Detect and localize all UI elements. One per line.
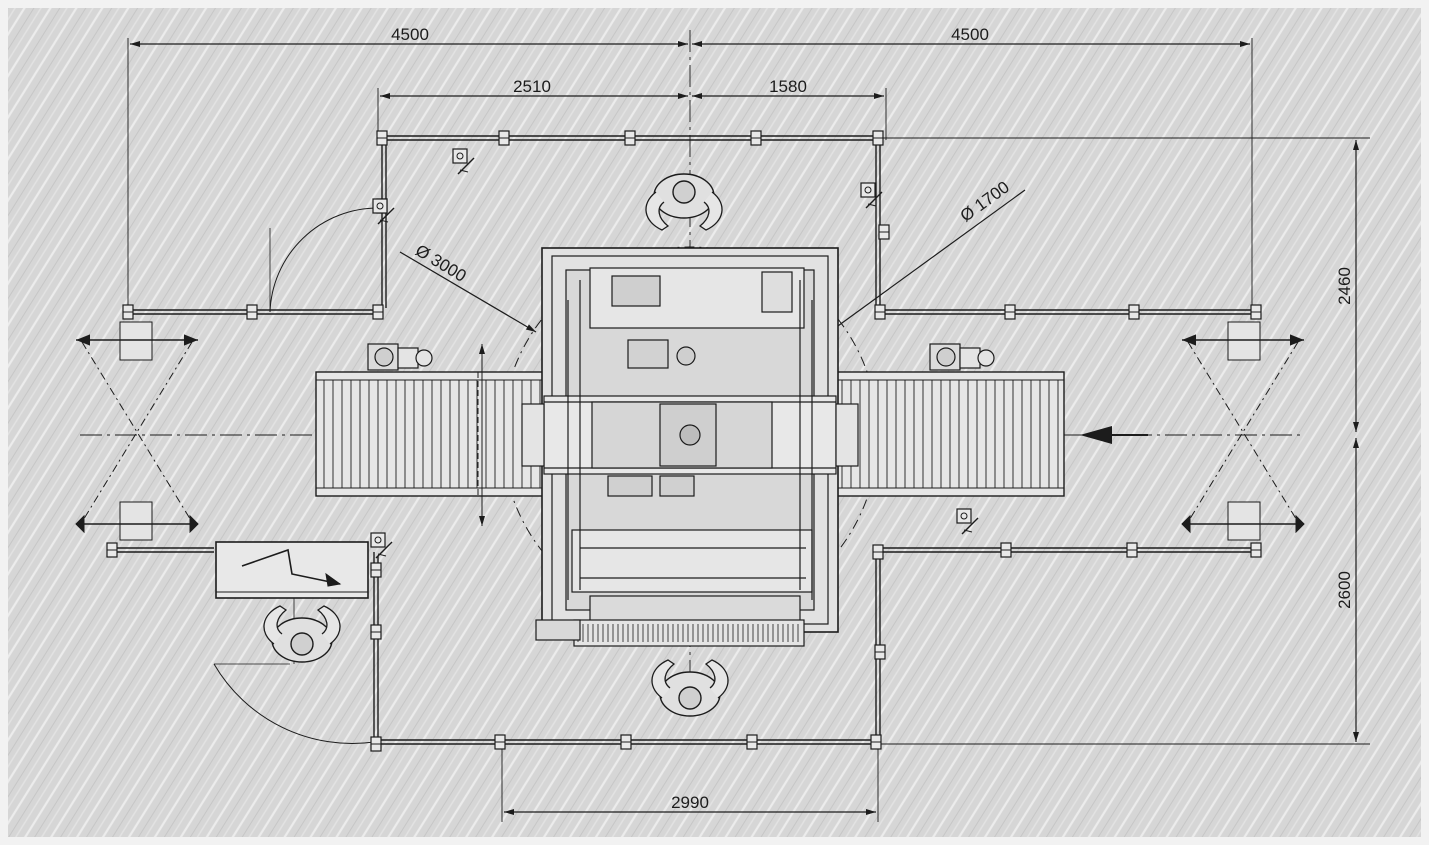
infeed-conveyor-right <box>835 371 1065 497</box>
dimension-top-right: 4500 <box>951 25 989 44</box>
wrapping-machine <box>521 247 859 647</box>
dimension-right-lines <box>880 137 1370 745</box>
electrical-cabinet <box>215 541 369 599</box>
dimension-right-lower: 2600 <box>1335 571 1354 609</box>
dimension-inner-left: 2510 <box>513 77 551 96</box>
outer-diameter-leader <box>399 251 537 333</box>
dimension-bottom-lines <box>501 745 879 822</box>
light-barrier-right <box>1181 321 1305 541</box>
motor-right <box>929 343 995 371</box>
light-barrier-left <box>75 321 199 541</box>
dimension-right-upper: 2460 <box>1335 267 1354 305</box>
flow-direction-arrow <box>1080 426 1148 444</box>
door-swing-lower <box>213 663 375 744</box>
outfeed-conveyor-left <box>315 344 545 526</box>
dimension-top-lines <box>127 38 1253 310</box>
dimension-top-left: 4500 <box>391 25 429 44</box>
dimension-inner-right: 1580 <box>769 77 807 96</box>
dimension-bottom: 2990 <box>671 793 709 812</box>
door-swing-upper <box>269 207 379 313</box>
motor-left <box>367 343 433 371</box>
